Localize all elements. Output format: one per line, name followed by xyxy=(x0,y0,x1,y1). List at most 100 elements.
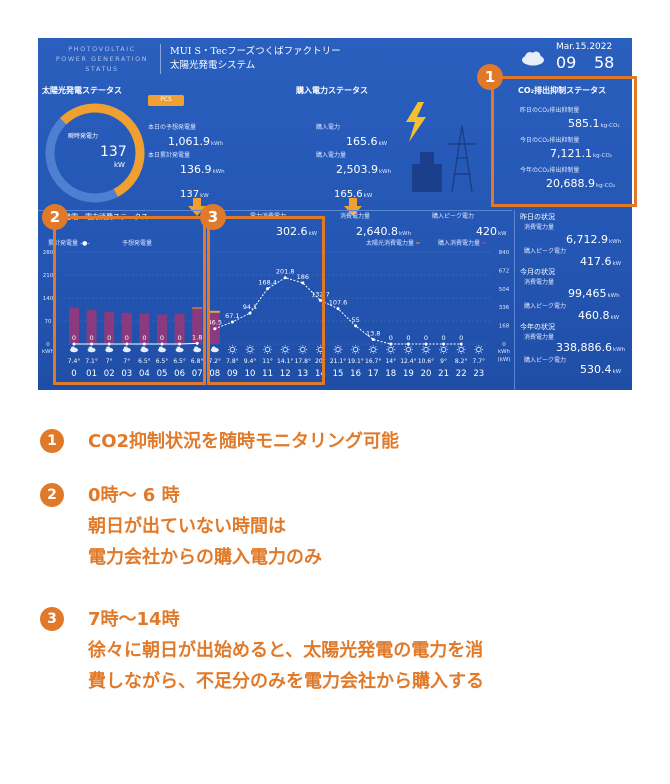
sun-icon xyxy=(352,346,359,353)
year-consumption-value: 338,886.6kWh xyxy=(556,341,626,354)
sun-icon xyxy=(405,346,411,353)
forecast-label: 0 xyxy=(406,334,410,342)
sun-ray xyxy=(369,346,372,348)
sun-ray xyxy=(299,346,301,348)
forecast-point xyxy=(230,320,234,324)
forecast-label: 13.8 xyxy=(366,329,380,337)
sun-icon xyxy=(282,346,288,353)
forecast-label: 107.6 xyxy=(329,299,348,307)
purchase-bar xyxy=(86,310,97,344)
hour-label: 13 xyxy=(297,369,308,379)
hour-label: 08 xyxy=(209,369,220,379)
forecast-label: 0 xyxy=(459,334,463,342)
sun-ray xyxy=(299,351,301,353)
highlight-box-7-14 xyxy=(207,216,325,385)
purchase-peak-value: 420kW xyxy=(476,225,507,238)
purchase-status-title: 購入電力ステータス xyxy=(296,86,368,95)
right-tick-label: 0 xyxy=(502,342,506,348)
sun-ray xyxy=(440,346,442,348)
sun-ray xyxy=(480,346,483,348)
gen-label: 0 xyxy=(90,334,94,342)
left-tick-label: 70 xyxy=(45,319,52,325)
left-tick-label: 210 xyxy=(43,273,54,279)
legend-gen-amount: 累計発電量 -●- xyxy=(48,240,90,247)
temperature-label: 9.4° xyxy=(244,358,257,365)
gen-label: 0 xyxy=(125,334,129,342)
forecast-point xyxy=(248,311,252,315)
sun-ray xyxy=(404,346,407,348)
sun-icon xyxy=(370,346,376,353)
sun-ray xyxy=(228,346,231,348)
gen-label: 0 xyxy=(72,334,76,342)
sun-ray xyxy=(304,346,307,348)
hour-label: 06 xyxy=(174,369,185,379)
highlight-box-0-6 xyxy=(53,216,206,385)
forecast-label: 0 xyxy=(424,334,428,342)
purchase-bar xyxy=(192,308,203,344)
sun-ray xyxy=(480,351,483,353)
sun-ray xyxy=(440,351,442,353)
gen-label: 0 xyxy=(107,334,111,342)
yesterday-peak-value: 417.6kW xyxy=(580,255,622,268)
hour-label: 0 xyxy=(71,369,76,379)
solar-arrow-value: 137kW xyxy=(180,189,209,200)
sun-ray xyxy=(475,346,477,348)
temperature-label: 7.8° xyxy=(226,358,239,365)
sun-ray xyxy=(264,346,266,348)
hour-label: 14 xyxy=(315,369,326,379)
sun-ray xyxy=(287,351,289,353)
sun-icon xyxy=(388,346,394,353)
gen-label: 0 xyxy=(142,334,146,342)
forecast-point xyxy=(389,342,393,346)
sun-ray xyxy=(316,346,319,348)
sun-ray xyxy=(352,346,354,348)
right-axis-unit: (kW) xyxy=(498,357,511,363)
hour-label: 05 xyxy=(157,369,168,379)
purchase-amount-value: 2,503.9kWh xyxy=(336,163,392,176)
forecast-point xyxy=(336,307,340,311)
temperature-label: 20° xyxy=(315,358,326,365)
temperature-label: 6.8° xyxy=(191,358,204,365)
note-2-line-1: 0時〜 6 時 xyxy=(88,485,180,506)
sun-ray xyxy=(287,346,289,348)
sun-icon xyxy=(423,346,429,353)
consumption-power-value: 302.6kW xyxy=(276,225,318,238)
gen-label: 0 xyxy=(178,334,182,342)
dashboard-screenshot: PHOTOVOLTAIC POWER GENERATION STATUS MUI… xyxy=(38,38,632,390)
brand-en-2: POWER GENERATION xyxy=(55,55,149,63)
temperature-label: 6.5° xyxy=(138,358,151,365)
gen-point xyxy=(125,342,129,346)
sun-ray xyxy=(281,351,284,353)
right-tick-label: 336 xyxy=(499,305,510,311)
purchase-power-value: 165.6kW xyxy=(346,135,388,148)
left-tick-label: 280 xyxy=(43,250,54,256)
sun-ray xyxy=(316,351,319,353)
sun-ray xyxy=(475,351,477,353)
gen-label: 0 xyxy=(160,334,164,342)
temperature-label: 7° xyxy=(123,358,130,365)
co2-status-title: CO₂排出抑制ステータス xyxy=(518,86,607,95)
header-divider xyxy=(160,44,161,74)
sun-icon xyxy=(229,346,235,353)
month-peak-label: 購入ピーク電力 xyxy=(524,303,567,310)
temperature-label: 16.7° xyxy=(365,358,381,365)
temperature-label: 10.6° xyxy=(418,358,434,365)
solar-bar xyxy=(209,310,220,313)
purchase-peak-label: 購入ピーク電力 xyxy=(432,213,475,220)
temperature-label: 6.5° xyxy=(173,358,186,365)
sun-ray xyxy=(281,346,284,348)
co2-today-value: 7,121.1kg-CO₂ xyxy=(550,147,613,160)
legend-purchase-consumed: 購入消費電力量 ━ xyxy=(438,240,486,247)
cloud-icon-part xyxy=(176,346,181,351)
forecast-label: 186 xyxy=(297,273,309,281)
purchase-bar xyxy=(139,313,150,344)
yesterday-title: 昨日の状況 xyxy=(520,213,555,221)
sun-ray xyxy=(352,351,354,353)
note-2-line-2: 朝日が出ていない時間は xyxy=(88,516,286,537)
gen-point xyxy=(178,342,182,346)
brand-en-3: STATUS xyxy=(85,65,119,73)
forecast-point xyxy=(213,327,217,331)
site-title: MUI S・Tecフーズつくばファクトリー xyxy=(170,46,341,57)
right-tick-label: 168 xyxy=(499,324,510,330)
sun-ray xyxy=(269,346,272,348)
